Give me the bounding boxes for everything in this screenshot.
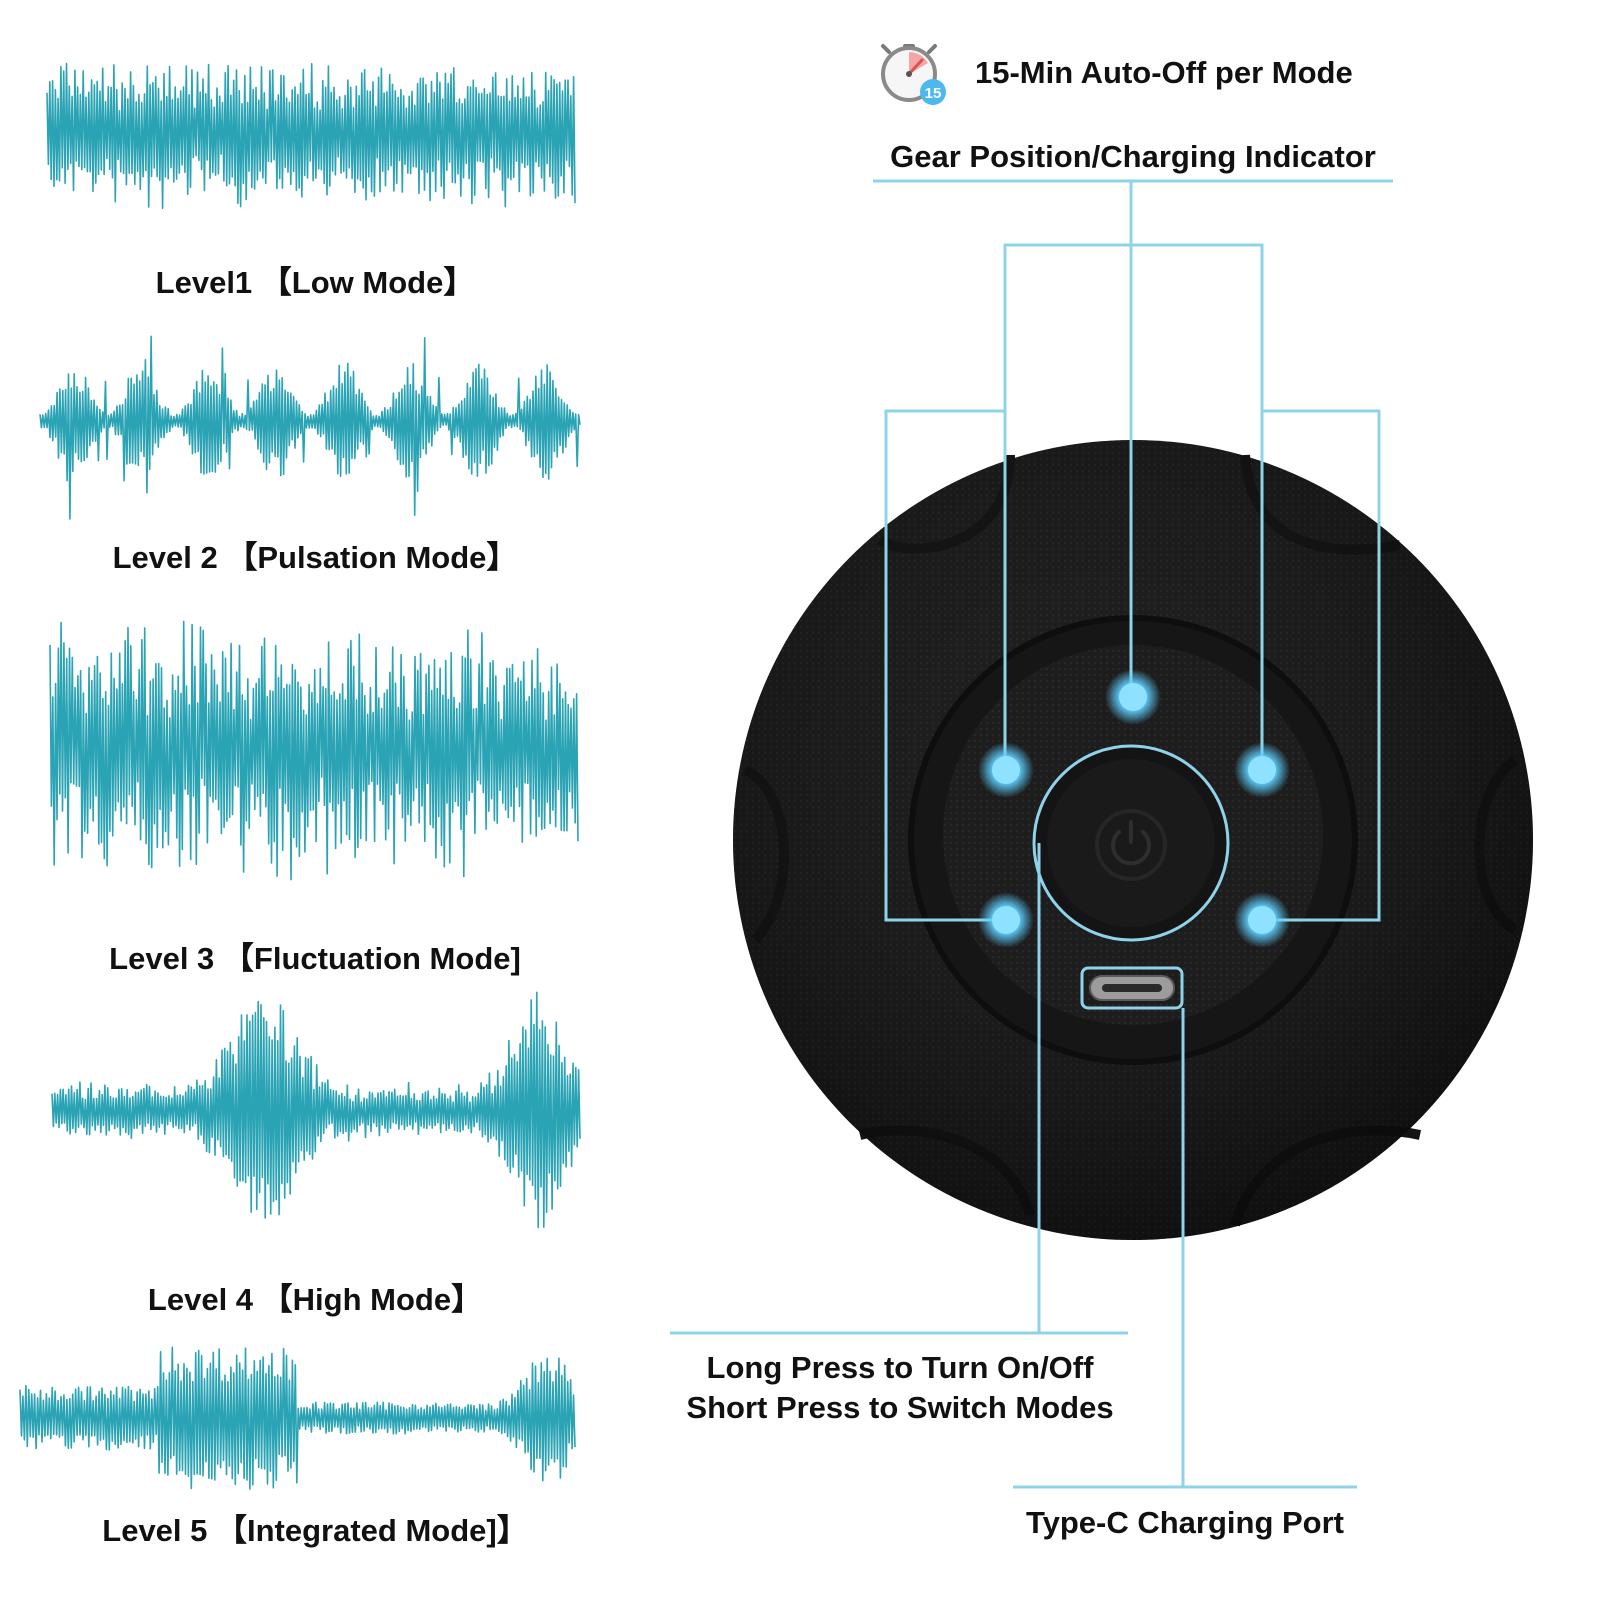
- stopwatch-icon: [881, 44, 946, 105]
- waveform-level-3: [49, 620, 579, 881]
- port-label: Type-C Charging Port: [1025, 1505, 1345, 1540]
- power-label-line-1: Long Press to Turn On/Off: [706, 1350, 1094, 1385]
- waveform-level-1: [46, 62, 576, 210]
- callout-lines: [670, 179, 1393, 1489]
- auto-off-badge: 15: [925, 85, 942, 102]
- waveform-level-5: [19, 1346, 576, 1490]
- waveform-label-level-3: Level 3 【Fluctuation Mode]: [109, 941, 521, 976]
- waveform-label-level-1: Level1 【Low Mode】: [155, 265, 475, 300]
- power-label-line-2: Short Press to Switch Modes: [686, 1390, 1114, 1425]
- indicator-label: Gear Position/Charging Indicator: [890, 139, 1376, 174]
- indicator-led: [978, 892, 1034, 948]
- waveform-trace: [49, 620, 579, 881]
- waveform-trace: [51, 991, 581, 1229]
- waveform-level-2: [39, 335, 581, 520]
- indicator-leds: [978, 669, 1290, 948]
- indicator-led: [1234, 742, 1290, 798]
- waveform-trace: [46, 62, 576, 210]
- waveform-trace: [39, 335, 581, 520]
- usb-c-port-icon[interactable]: [1080, 966, 1184, 1010]
- indicator-led: [978, 742, 1034, 798]
- waveform-label-level-4: Level 4 【High Mode】: [147, 1282, 483, 1317]
- waveform-level-4: [51, 991, 581, 1229]
- waveform-label-level-2: Level 2 【Pulsation Mode】: [112, 540, 518, 575]
- waveform-trace: [19, 1346, 576, 1490]
- power-icon: [1095, 809, 1167, 881]
- indicator-led: [1105, 669, 1161, 725]
- waveform-label-level-5: Level 5 【Integrated Mode]】: [102, 1513, 528, 1548]
- indicator-led: [1234, 892, 1290, 948]
- auto-off-label: 15-Min Auto-Off per Mode: [975, 55, 1353, 90]
